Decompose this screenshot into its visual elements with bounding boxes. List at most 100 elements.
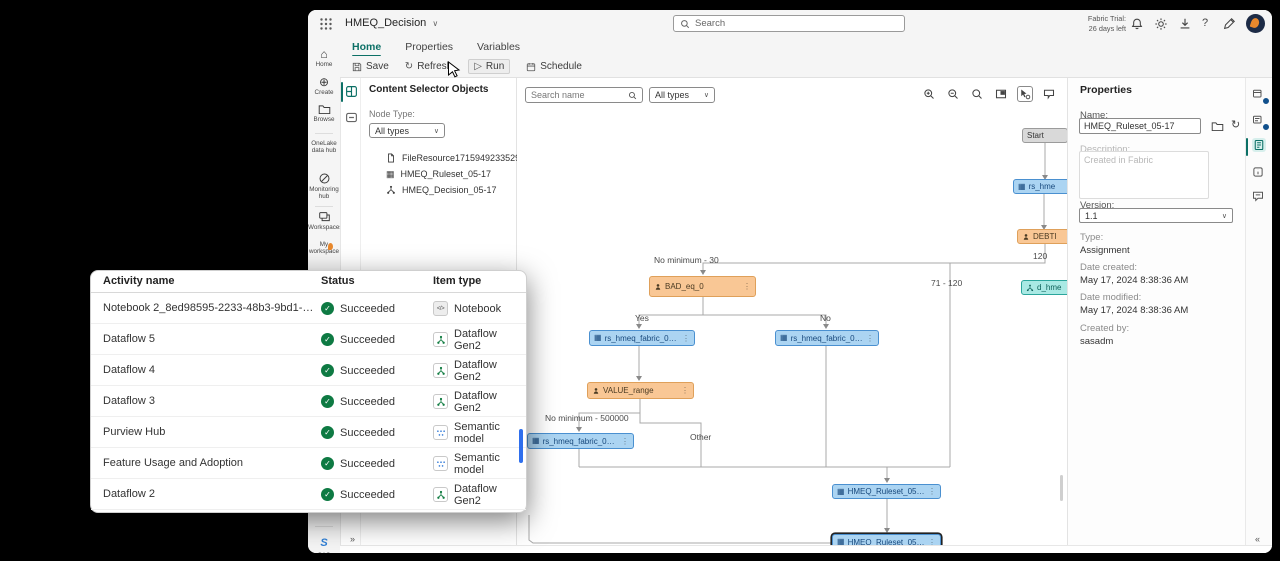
diagram-node-ruleset[interactable]: ▦HMEQ_Ruleset_05-17 (1.1)⋮ (832, 534, 941, 545)
diagram-node-start[interactable]: Start (1022, 128, 1067, 143)
diagram-node-assignment[interactable]: BAD_eq_0⋮ (649, 276, 756, 297)
sync-icon[interactable]: ↻ (1231, 119, 1241, 131)
node-label: DEBTI (1033, 232, 1057, 241)
comments-panel-icon[interactable] (1252, 190, 1266, 204)
sidebar-item-workspaces[interactable]: Workspaces (308, 211, 343, 231)
diagram-canvas[interactable]: Search name All types∨ No minimum - (517, 78, 1067, 545)
kebab-menu-icon[interactable]: ⋮ (682, 333, 690, 343)
activity-name-cell: Dataflow 5 (103, 333, 155, 345)
variables-panel-icon[interactable] (1252, 88, 1270, 105)
sidebar-item-sas-decision[interactable]: SSASDecision... (308, 533, 340, 553)
column-item-type[interactable]: Item type (433, 275, 482, 287)
collapse-right-panel-icon[interactable]: « (1254, 534, 1260, 544)
layout-tool-icon[interactable] (1041, 86, 1057, 102)
name-label: Name: (1080, 110, 1108, 121)
canvas-scrollbar[interactable] (1060, 475, 1063, 501)
help-icon[interactable]: ? (1202, 17, 1209, 29)
secondary-tab-icon[interactable] (345, 111, 358, 124)
fabric-window: HMEQ_Decision∨ Search Fabric Trial:26 da… (308, 10, 1272, 553)
name-input[interactable]: HMEQ_Ruleset_05-17 (1079, 118, 1201, 134)
tab-variables[interactable]: Variables (477, 41, 521, 53)
selected-tab-indicator (341, 82, 343, 102)
tab-home[interactable]: Home (352, 41, 382, 57)
kebab-menu-icon[interactable]: ⋮ (681, 386, 689, 395)
kebab-menu-icon[interactable]: ⋮ (928, 487, 936, 496)
content-selector-tab-icon[interactable] (345, 85, 358, 98)
run-button[interactable]: ▷Run (468, 59, 511, 74)
notifications-icon[interactable] (1130, 17, 1144, 31)
global-search-input[interactable]: Search (673, 15, 905, 32)
diagram-node-ruleset[interactable]: ▦HMEQ_Ruleset_05-17 (1.1)⋮ (832, 484, 941, 499)
expand-left-panel-icon[interactable]: » (350, 534, 356, 544)
canvas-type-filter[interactable]: All types∨ (649, 87, 715, 103)
table-row[interactable]: Dataflow 2 ✓Succeeded Dataflow Gen2 (91, 479, 526, 510)
folder-icon (318, 105, 330, 115)
version-select[interactable]: 1.1∨ (1079, 208, 1233, 223)
table-row[interactable]: Dataflow 3 ✓Succeeded Dataflow Gen2 (91, 386, 526, 417)
pointer-settings-tool-icon[interactable] (1017, 86, 1033, 102)
object-list-item[interactable]: FileResource1715949233529 (386, 150, 520, 166)
item-type-label: Notebook (454, 302, 502, 315)
node-label: rs_hmeq_fabric_000_accur... (790, 333, 863, 343)
diagram-node-ruleset[interactable]: ▦rs_hmeq_fabric_000_accur...⋮ (775, 330, 879, 346)
refresh-button[interactable]: ↻Refresh (404, 61, 453, 72)
dataflow-gen2-icon (433, 332, 448, 347)
diagram-node-ruleset[interactable]: ▦rs_hmeq_fabric_010_ninq_l...⋮ (527, 433, 634, 449)
kebab-menu-icon[interactable]: ⋮ (866, 333, 874, 343)
properties-panel-icon[interactable] (1252, 138, 1266, 152)
feedback-icon[interactable] (1222, 17, 1236, 31)
ruleset-icon: ▦ (1018, 181, 1026, 191)
diagram-node-assignment[interactable]: VALUE_range⋮ (587, 382, 694, 399)
table-row[interactable]: Dataflow 4 ✓Succeeded Dataflow Gen2 (91, 355, 526, 386)
table-row[interactable]: Feature Usage and Adoption ✓Succeeded Se… (91, 448, 526, 479)
rules-panel-icon[interactable] (1252, 114, 1270, 131)
folder-icon[interactable] (1211, 120, 1224, 133)
diagram-node-ruleset[interactable]: ▦rs_hme (1013, 179, 1067, 194)
download-icon[interactable] (1178, 17, 1192, 31)
item-type-cell: Dataflow Gen2 (433, 479, 526, 510)
sidebar-item-browse[interactable]: Browse (308, 104, 340, 123)
sidebar-item-monitoring[interactable]: Monitoring hub (308, 172, 340, 200)
zoom-out-icon[interactable] (945, 86, 961, 102)
sidebar-item-onelake[interactable]: OneLake data hub (311, 140, 337, 155)
sidebar-item-home[interactable]: ⌂Home (308, 48, 340, 68)
table-row[interactable]: Dataflow 5 ✓Succeeded Dataflow Gen2 (91, 324, 526, 355)
canvas-search-input[interactable]: Search name (525, 87, 643, 103)
settings-gear-icon[interactable] (1154, 17, 1168, 31)
diagram-edge (576, 399, 641, 432)
column-status[interactable]: Status (321, 275, 355, 287)
table-row[interactable]: Purview Hub ✓Succeeded Semantic model (91, 417, 526, 448)
info-panel-icon[interactable] (1252, 166, 1266, 180)
app-title[interactable]: HMEQ_Decision∨ (345, 17, 439, 29)
kebab-menu-icon[interactable]: ⋮ (928, 537, 936, 546)
item-type-cell: Dataflow Gen2 (433, 386, 526, 417)
node-type-select[interactable]: All types∨ (369, 123, 445, 138)
table-row[interactable]: Notebook 2_8ed98595-2233-48b3-9bd1-d94e1… (91, 293, 526, 324)
sidebar-item-my-workspace[interactable]: My workspace (308, 241, 340, 256)
object-list-item[interactable]: ▦ HMEQ_Ruleset_05-17 (386, 166, 508, 182)
diagram-node-assignment[interactable]: DEBTI (1017, 229, 1067, 244)
save-button[interactable]: Save (352, 61, 389, 72)
badge (1262, 97, 1270, 105)
kebab-menu-icon[interactable]: ⋮ (743, 282, 751, 291)
object-list-item[interactable]: HMEQ_Decision_05-17 (386, 182, 508, 198)
kebab-menu-icon[interactable]: ⋮ (621, 436, 629, 446)
account-avatar[interactable] (1246, 14, 1265, 33)
diagram-node-ruleset[interactable]: ▦rs_hmeq_fabric_002_debtin...⋮ (589, 330, 695, 346)
popup-scrollbar-thumb[interactable] (519, 429, 523, 463)
app-launcher-icon[interactable] (319, 17, 333, 31)
trial-status: Fabric Trial:26 days left (1087, 14, 1126, 33)
zoom-fit-icon[interactable] (969, 86, 985, 102)
sidebar-item-create[interactable]: ⊕Create (308, 76, 340, 96)
edge-label: 120 (1033, 251, 1048, 261)
column-activity-name[interactable]: Activity name (103, 275, 175, 287)
description-textarea[interactable]: Created in Fabric (1079, 151, 1209, 199)
diagram-node-decision[interactable]: d_hme (1021, 280, 1067, 295)
plus-circle-icon: ⊕ (318, 75, 330, 89)
zoom-in-icon[interactable] (921, 86, 937, 102)
schedule-button[interactable]: Schedule (526, 61, 582, 72)
overview-map-icon[interactable] (993, 86, 1009, 102)
mouse-cursor (448, 61, 461, 78)
tab-properties[interactable]: Properties (405, 41, 454, 53)
